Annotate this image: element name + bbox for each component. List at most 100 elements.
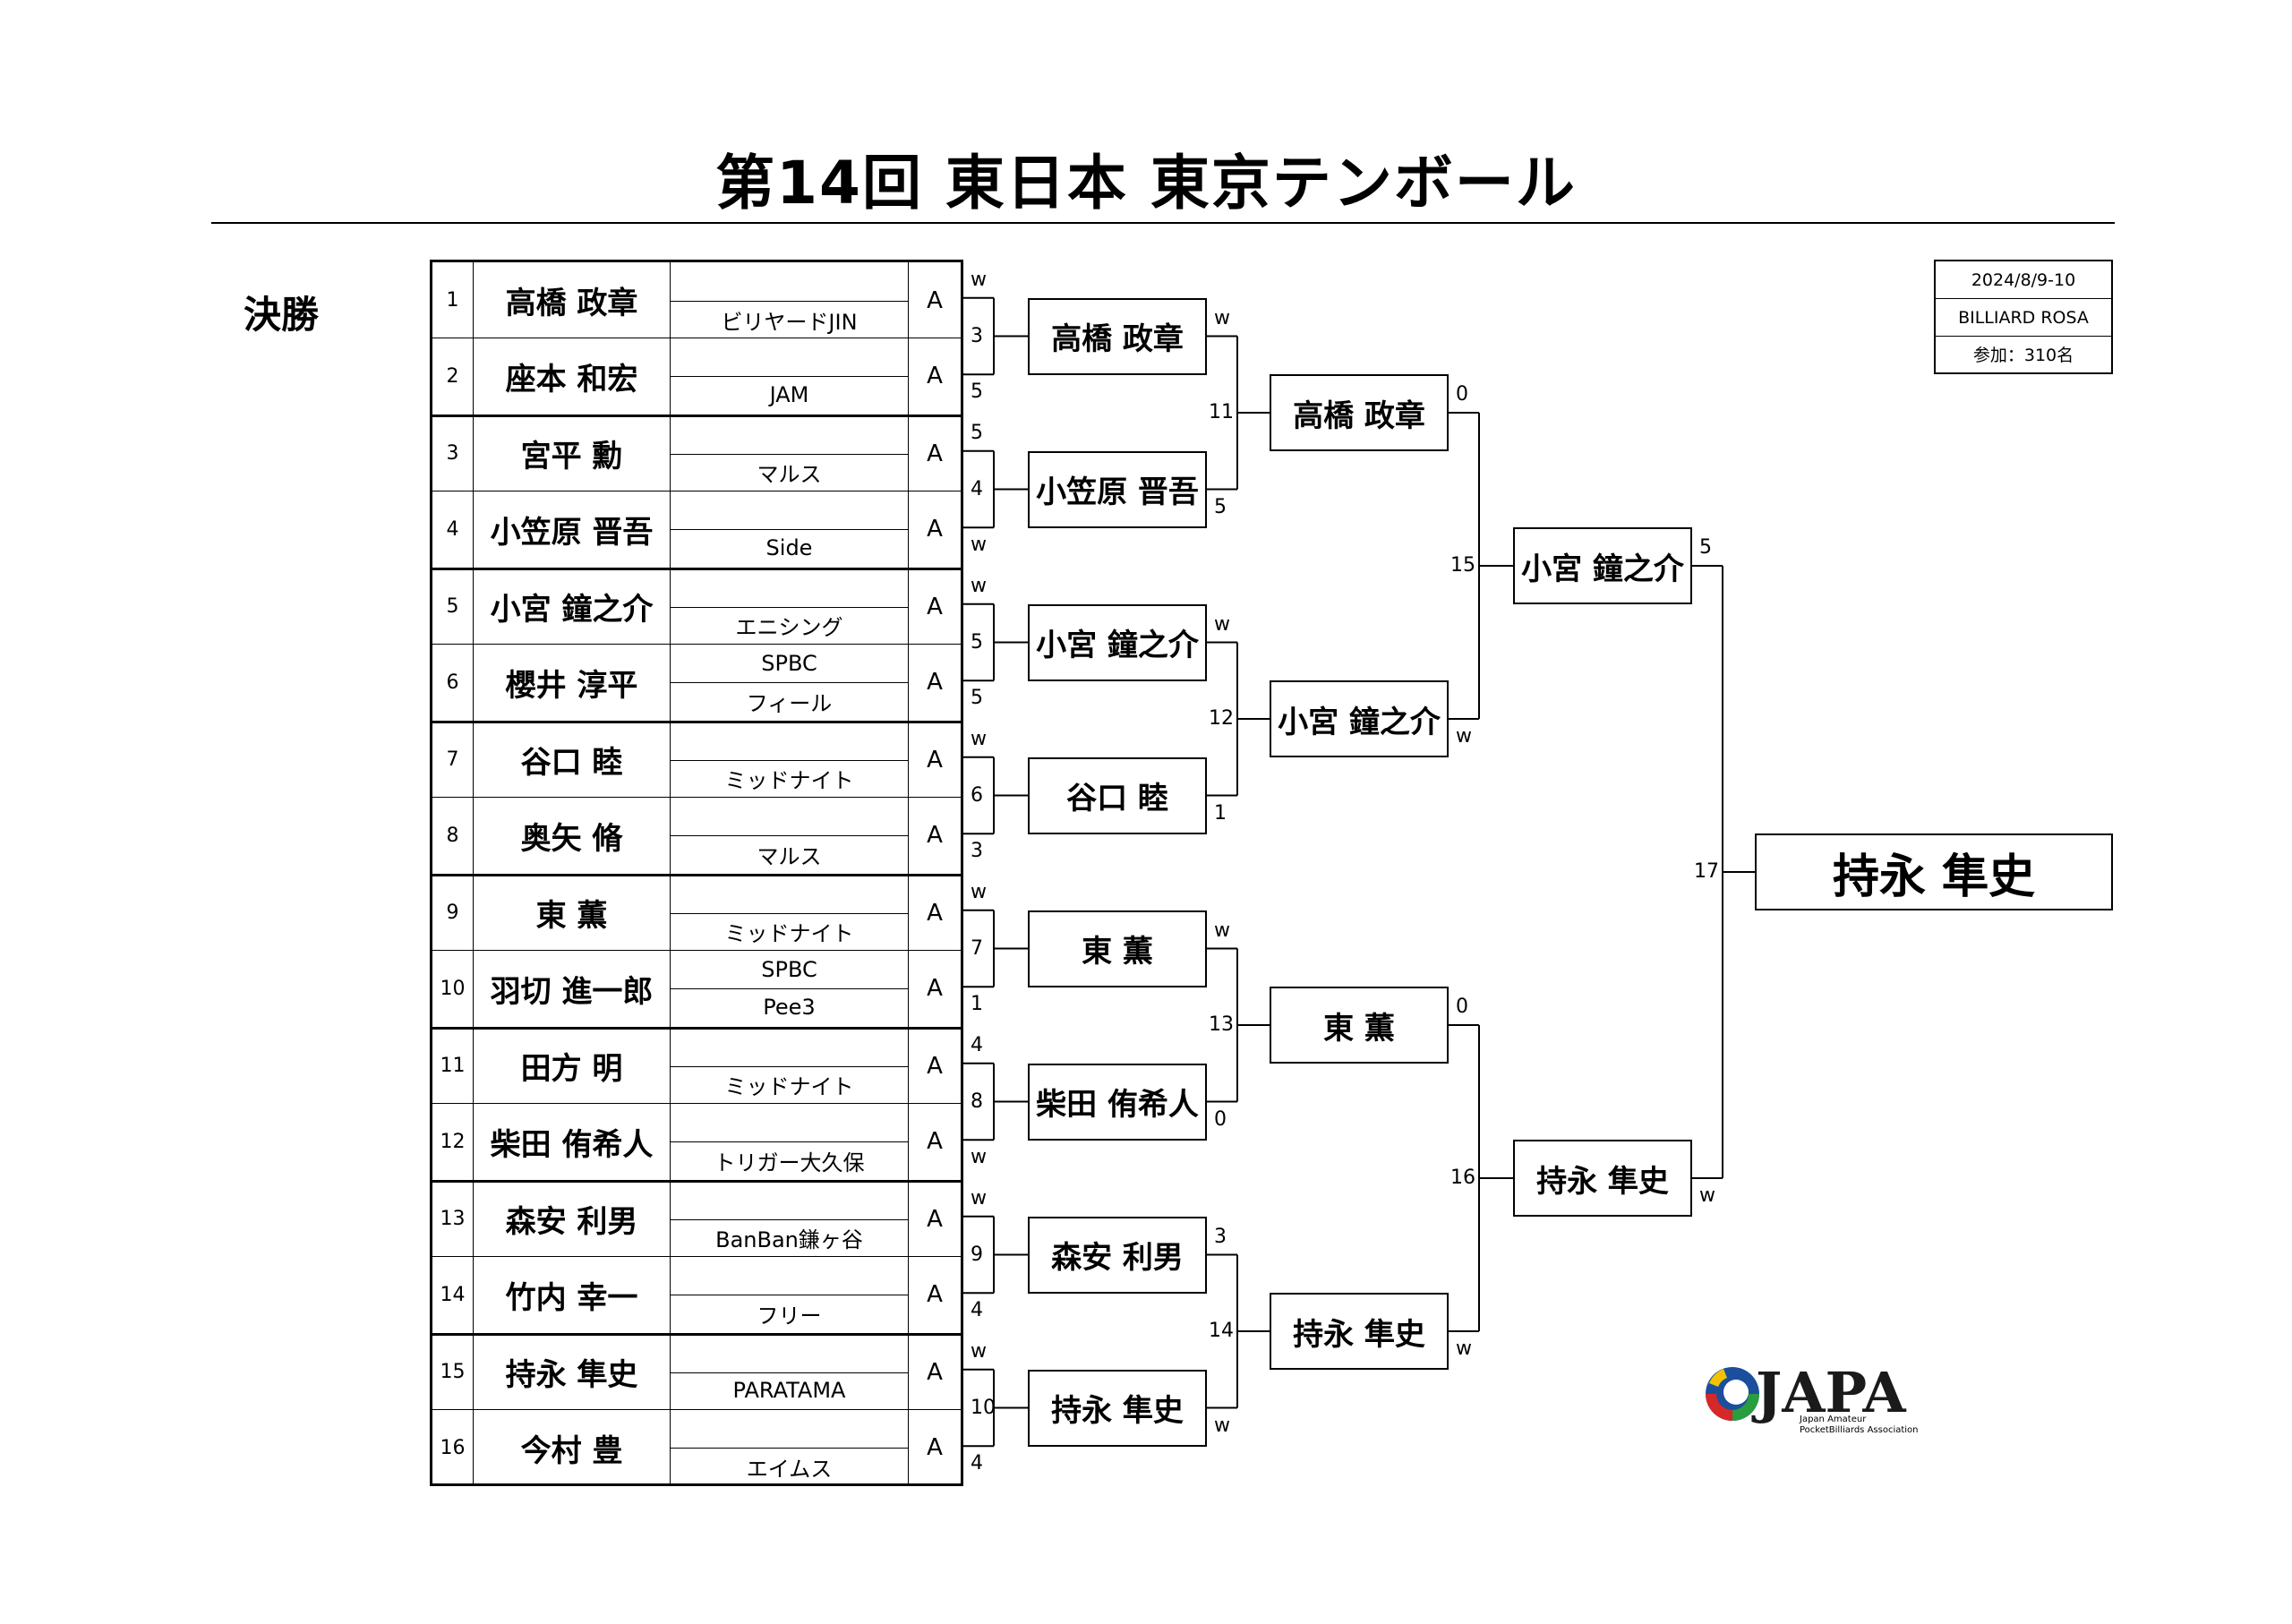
entry-club-bottom: トリガー大久保 — [714, 1150, 865, 1175]
club-divider — [671, 1448, 908, 1449]
advance-score: 0 — [1214, 1107, 1227, 1131]
score-top: w — [971, 574, 987, 597]
round1-winner-box: 東 薫 — [1028, 910, 1207, 987]
entry-class: A — [927, 363, 943, 390]
entry-seed: 14 — [432, 1257, 474, 1333]
score-bottom: w — [971, 1146, 987, 1169]
club-divider — [671, 988, 908, 990]
round2-winner-box: 高橋 政章 — [1270, 374, 1449, 451]
entry-name: 柴田 侑希人 — [474, 1104, 671, 1180]
entry-class: A — [927, 1205, 943, 1233]
score-top: w — [971, 727, 987, 750]
entry-club: ミッドナイト — [671, 1029, 909, 1103]
round2-winner-box: 東 薫 — [1270, 987, 1449, 1064]
entry-name: 今村 豊 — [474, 1410, 671, 1486]
entry-class: A — [927, 975, 943, 1003]
entry-class: A — [927, 1358, 943, 1386]
entry-club-bottom: ミッドナイト — [724, 1073, 854, 1099]
title-divider — [211, 222, 2115, 224]
advance-score: 5 — [1699, 536, 1712, 559]
entry-name: 小宮 鐘之介 — [474, 569, 671, 644]
match-number: 12 — [1209, 707, 1234, 730]
entry-club: エニシング — [671, 569, 909, 644]
advance-score: 3 — [1214, 1225, 1227, 1248]
advance-score: w — [1214, 919, 1230, 942]
advance-score: 5 — [1214, 495, 1227, 518]
entry-club: エイムス — [671, 1410, 909, 1486]
round2-winner-box: 小宮 鐘之介 — [1270, 680, 1449, 757]
entry-seed: 16 — [432, 1410, 474, 1486]
entry-name: 宮平 勳 — [474, 416, 671, 491]
score-bottom: 5 — [971, 380, 983, 404]
club-divider — [671, 529, 908, 531]
advance-score: 1 — [1214, 801, 1227, 825]
entry-club-bottom: Side — [765, 535, 813, 561]
round2-winner-box: 持永 隼史 — [1270, 1293, 1449, 1370]
match-number: 17 — [1694, 860, 1719, 883]
entry-name: 東 薫 — [474, 876, 671, 950]
entry-club-bottom: PARATAMA — [732, 1378, 846, 1404]
entry-club: BanBan鎌ヶ谷 — [671, 1182, 909, 1256]
entry-name: 森安 利男 — [474, 1182, 671, 1256]
club-divider — [671, 376, 908, 378]
advance-score: w — [1214, 612, 1230, 636]
round1-winner-box: 柴田 侑希人 — [1028, 1063, 1207, 1141]
score-top: 5 — [971, 421, 983, 444]
entry-club: Side — [671, 491, 909, 568]
entry-class: A — [927, 669, 943, 697]
advance-score: w — [1456, 1338, 1472, 1360]
entry-name: 小笠原 晋吾 — [474, 491, 671, 568]
entry-club-bottom: ビリヤードJIN — [721, 309, 858, 335]
score-top: w — [971, 1186, 987, 1209]
round1-winner-box: 谷口 睦 — [1028, 756, 1207, 834]
advance-score: 0 — [1456, 996, 1468, 1018]
entry-class: A — [927, 1281, 943, 1309]
entry-seed: 15 — [432, 1335, 474, 1409]
score-top: w — [971, 268, 987, 291]
match-number: 3 — [971, 324, 983, 347]
advance-score: w — [1699, 1184, 1715, 1207]
round1-winner-box: 小宮 鐘之介 — [1028, 603, 1207, 681]
entry-name: 座本 和宏 — [474, 338, 671, 415]
entry-class: A — [927, 516, 943, 543]
score-bottom: w — [971, 534, 987, 557]
entry-name: 田方 明 — [474, 1029, 671, 1103]
entry-seed: 8 — [432, 798, 474, 874]
round1-winner-box: 小笠原 晋吾 — [1028, 450, 1207, 528]
score-top: w — [971, 1339, 987, 1363]
japa-logo: JAPA — [1706, 1360, 1907, 1425]
advance-score: w — [1214, 1414, 1230, 1437]
entry-club-bottom: エニシング — [735, 614, 843, 640]
champion-box: 持永 隼史 — [1755, 833, 2113, 910]
entry-seed: 7 — [432, 722, 474, 797]
score-bottom: 5 — [971, 687, 983, 710]
round3-winner-box: 小宮 鐘之介 — [1513, 527, 1692, 604]
score-bottom: 1 — [971, 993, 983, 1016]
club-divider — [671, 682, 908, 684]
entry-club-top: SPBC — [761, 651, 817, 677]
entry-club-bottom: エイムス — [746, 1456, 833, 1482]
entry-class: A — [927, 1052, 943, 1080]
round1-winner-box: 持永 隼史 — [1028, 1369, 1207, 1447]
advance-score: 0 — [1456, 383, 1468, 406]
match-number: 16 — [1450, 1167, 1475, 1189]
club-divider — [671, 912, 908, 914]
club-divider — [671, 1218, 908, 1220]
club-divider — [671, 453, 908, 455]
entry-name: 羽切 進一郎 — [474, 951, 671, 1027]
entry-seed: 3 — [432, 416, 474, 491]
round1-winner-box: 森安 利男 — [1028, 1216, 1207, 1294]
match-number: 15 — [1450, 554, 1475, 577]
entry-seed: 2 — [432, 338, 474, 415]
entry-club: マルス — [671, 798, 909, 874]
